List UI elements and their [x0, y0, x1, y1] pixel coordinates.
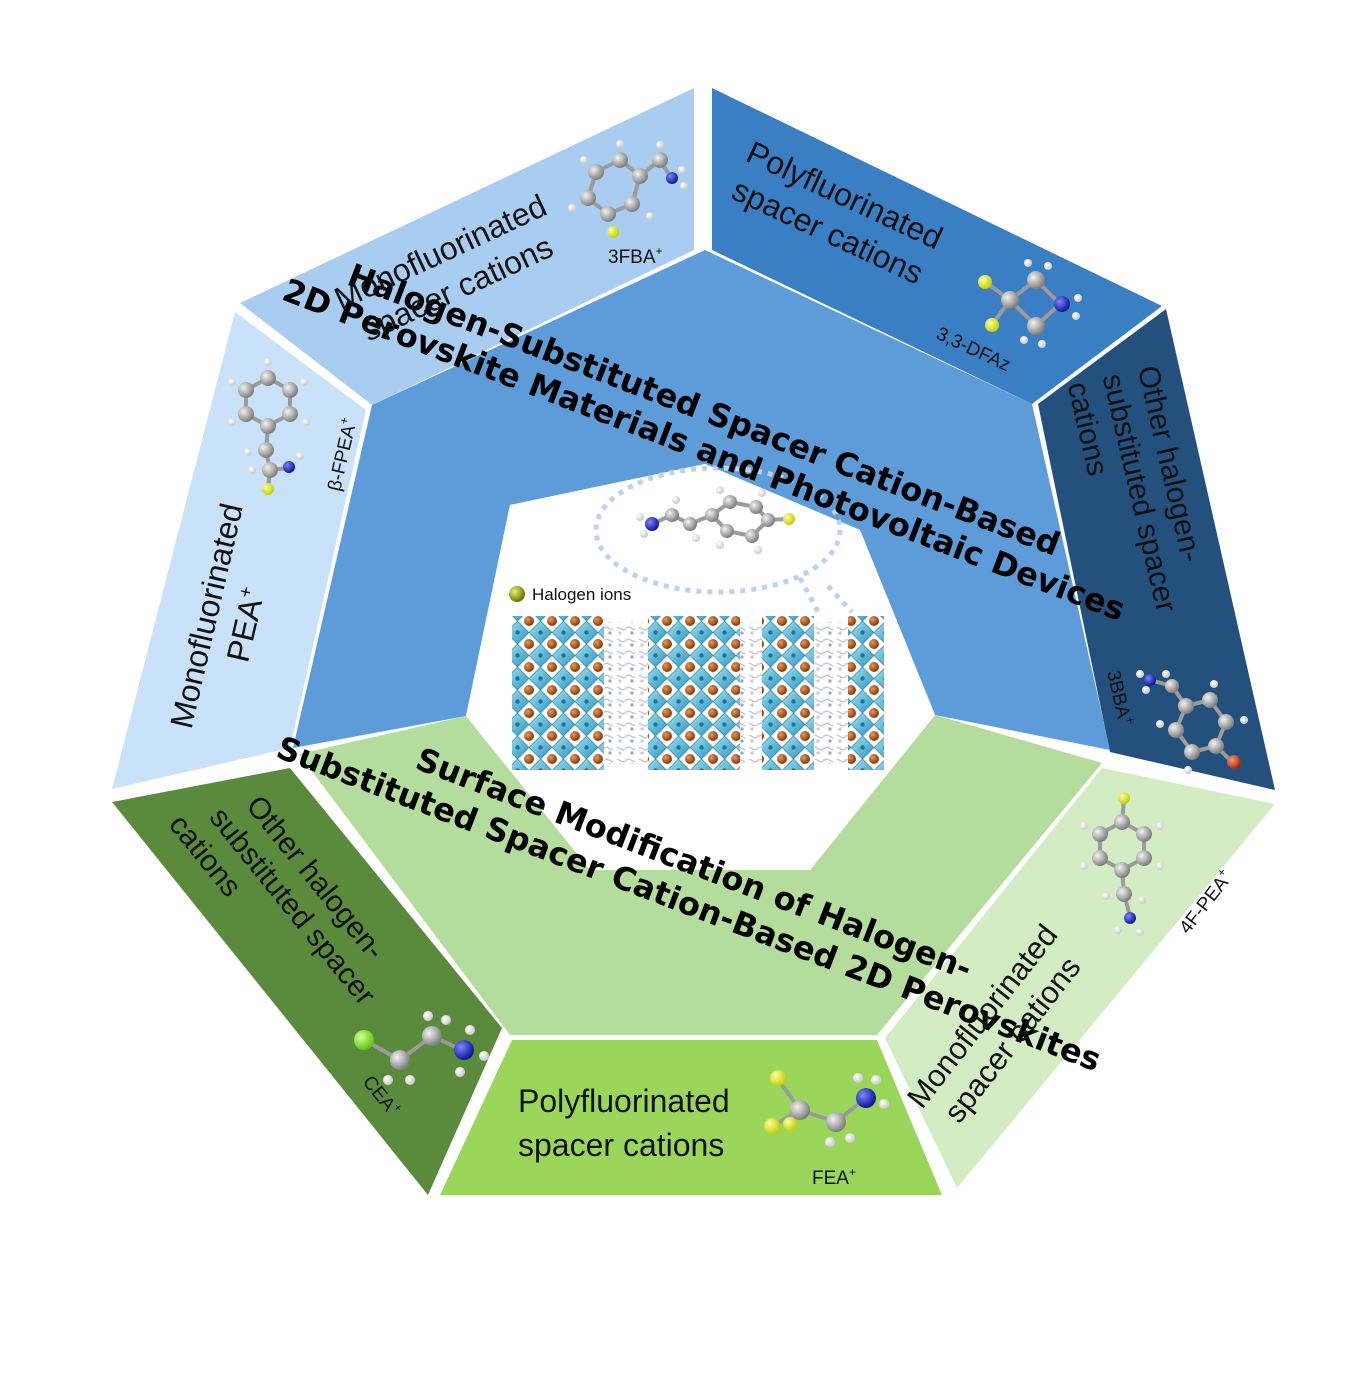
- 4f-pea-molecule-icon: [1080, 792, 1164, 936]
- 3-3-dfaz-molecule-icon: [978, 259, 1082, 348]
- segment-top-right: [712, 88, 1162, 404]
- segment-bottom-right: [885, 768, 1275, 1188]
- 3bba-molecule-icon: [1136, 670, 1248, 774]
- inner-ring-green: [299, 715, 1102, 1035]
- segment-bottom-line1: Polyfluorinated: [518, 1083, 730, 1119]
- cea-molecule-icon: [354, 1011, 489, 1085]
- segment-top-left: [240, 88, 694, 405]
- segment-bottom-line2: spacer cations: [518, 1127, 724, 1163]
- fea-molecule-icon: [764, 1070, 889, 1147]
- 3fba-molecule-icon: [568, 140, 688, 238]
- b-fpea-molecule-icon: [228, 358, 310, 495]
- segment-bottom-tag: FEA+: [812, 1165, 856, 1189]
- segment-bottom-left: [112, 768, 502, 1195]
- perovskite-lattice: [512, 616, 884, 770]
- segment-top-left-tag: 3FBA+: [608, 244, 663, 268]
- halogen-ion-icon: [509, 586, 525, 602]
- zoom-callout: [593, 465, 854, 614]
- segment-right: [1038, 309, 1275, 790]
- segment-bottom: [440, 1040, 942, 1195]
- segment-left: [112, 312, 366, 789]
- halogen-ions-label: Halogen ions: [532, 585, 631, 604]
- inner-ring-blue: [293, 250, 1110, 750]
- spacer-cation-molecule: [636, 486, 795, 554]
